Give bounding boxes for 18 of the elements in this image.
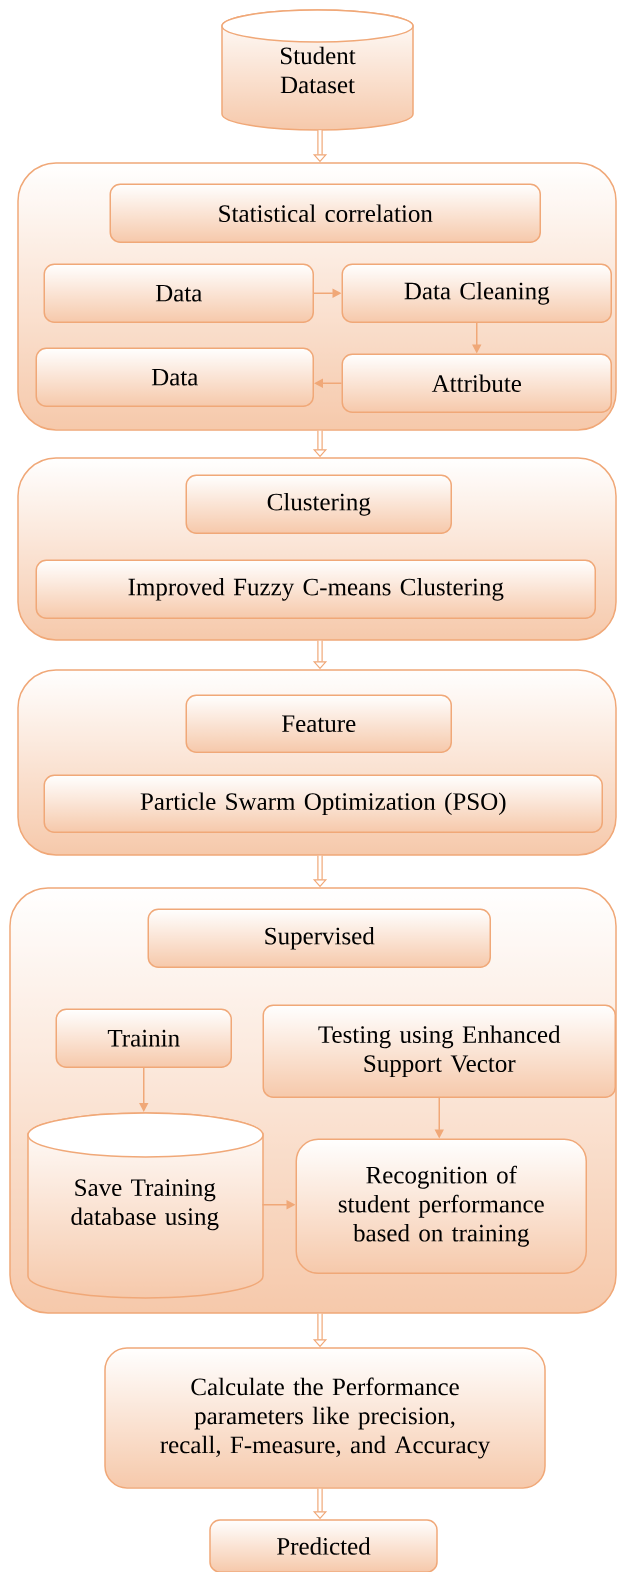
process-box: Feature xyxy=(185,694,452,753)
process-box: Data Cleaning xyxy=(341,263,612,323)
process-box: Attribute xyxy=(341,353,612,413)
process-box: Data xyxy=(43,263,314,323)
process-box: Improved Fuzzy C-means Clustering xyxy=(35,559,596,619)
arrow xyxy=(139,1067,149,1112)
process-box: Calculate the Performance parameters like precision, recall, F-measure, and Accuracy xyxy=(104,1347,546,1489)
process-box: Testing using Enhanced Support Vector xyxy=(262,1004,616,1098)
database-cylinder: Student Dataset xyxy=(221,9,414,131)
process-box: Particle Swarm Optimization (PSO) xyxy=(43,774,603,833)
database-cylinder: Save Training database using xyxy=(27,1112,264,1299)
process-box: Data xyxy=(35,347,314,407)
process-box: Recognition of student performance based on training xyxy=(295,1138,587,1274)
process-box: Predicted xyxy=(209,1519,438,1572)
process-box: Clustering xyxy=(185,474,452,534)
process-box: Statistical correlation xyxy=(109,183,541,243)
process-box: Supervised xyxy=(147,908,491,968)
process-box: Trainin xyxy=(55,1008,232,1068)
